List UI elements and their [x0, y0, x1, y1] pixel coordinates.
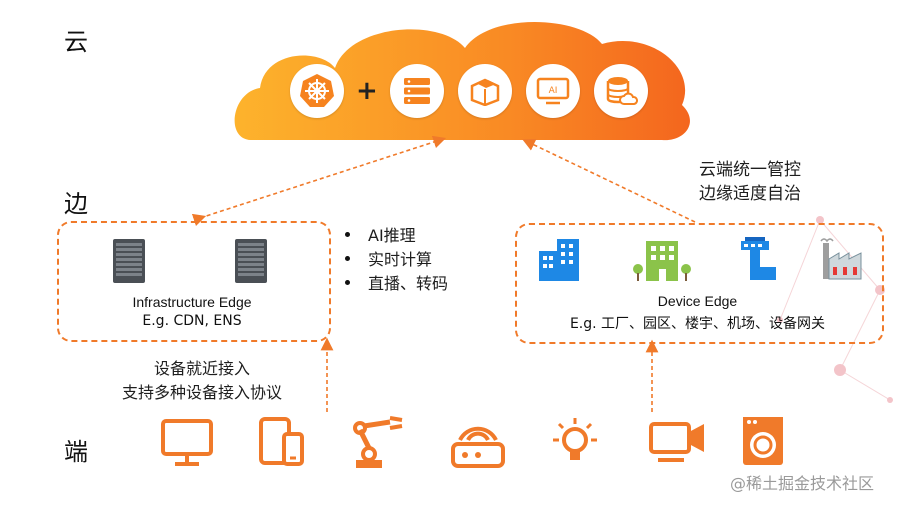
server-rack-icon — [113, 239, 145, 283]
tier-label-edge: 边 — [64, 190, 88, 218]
kubernetes-helm-icon — [290, 64, 344, 118]
tier-label-device: 端 — [64, 438, 88, 466]
list-item: 实时计算 — [345, 246, 448, 270]
access-line-2: 支持多种设备接入协议 — [121, 383, 282, 402]
washing-machine-icon — [743, 417, 783, 465]
phone-tablet-icon — [259, 417, 304, 466]
office-building-icon — [539, 239, 579, 281]
router-icon — [451, 426, 505, 468]
cloud-control-line-2: 边缘适度自治 — [699, 184, 801, 204]
device-edge-subtitle: E.g. 工厂、园区、楼宇、机场、设备网关 — [569, 316, 826, 332]
access-description: 设备就近接入 支持多种设备接入协议 — [96, 357, 308, 405]
server-rack-icon — [235, 239, 267, 283]
device-icon-row — [160, 412, 783, 472]
capability-list: AI推理 实时计算 直播、转码 — [345, 222, 448, 294]
list-item: AI推理 — [345, 222, 448, 246]
container-box-icon — [457, 64, 512, 118]
park-building-icon — [633, 241, 691, 281]
infrastructure-edge-box: Infrastructure Edge E.g. CDN, ENS — [57, 221, 331, 342]
plus-sign: + — [356, 76, 378, 106]
monitor-icon — [161, 419, 213, 466]
infrastructure-edge-title: Infrastructure Edge — [132, 294, 252, 310]
ai-monitor-icon: AI — [525, 64, 580, 118]
device-edge-title: Device Edge — [657, 293, 738, 309]
cloud-control-line-1: 云端统一管控 — [699, 160, 801, 180]
light-bulb-icon — [553, 418, 597, 460]
factory-icon — [820, 238, 862, 280]
decorative-network-graphic — [777, 216, 893, 403]
infrastructure-edge-subtitle: E.g. CDN, ENS — [142, 313, 242, 329]
server-stack-icon — [389, 64, 444, 118]
device-edge-box: Device Edge E.g. 工厂、园区、楼宇、机场、设备网关 — [515, 223, 884, 344]
airport-tower-icon — [741, 237, 776, 280]
list-item: 直播、转码 — [345, 270, 448, 294]
cloud-icon-row: + AI — [290, 64, 648, 118]
database-cloud-icon — [593, 64, 648, 118]
tier-label-cloud: 云 — [64, 28, 88, 56]
watermark: @稀土掘金技术社区 — [730, 474, 875, 493]
cloud-control-text: 云端统一管控 边缘适度自治 — [699, 158, 801, 206]
video-camera-icon — [649, 422, 704, 462]
access-line-1: 设备就近接入 — [153, 359, 250, 378]
robot-arm-icon — [353, 416, 403, 468]
svg-text:AI: AI — [548, 86, 557, 96]
